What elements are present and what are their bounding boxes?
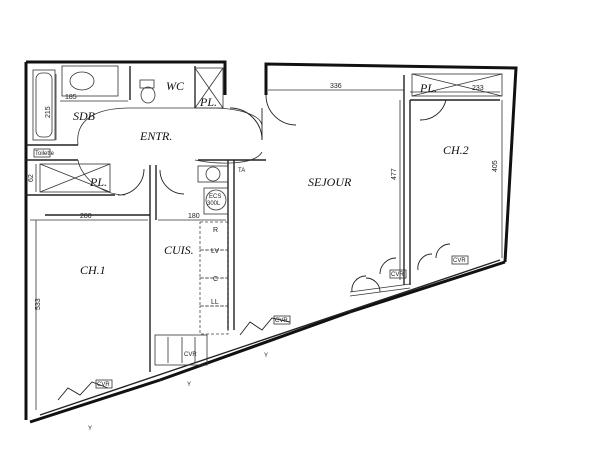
closet-label-right: PL.	[419, 81, 437, 95]
dim-336: 336	[330, 83, 342, 90]
room-label-kitchen: CUIS.	[164, 243, 194, 257]
bathtub-icon	[32, 69, 56, 141]
dim-185: 185	[65, 94, 77, 101]
ecs-capacity-label: 300L	[207, 201, 221, 207]
room-label-ch1: CH.1	[80, 263, 106, 277]
dim-405: 405	[492, 160, 499, 172]
room-label-sdb: SDB	[73, 109, 96, 123]
cvr-label-4: CVR	[453, 258, 466, 264]
kitchen-label-r: R	[213, 227, 218, 234]
washbasin-icon	[61, 65, 119, 97]
room-label-ch2: CH.2	[443, 143, 469, 157]
room-label-wc: WC	[166, 79, 185, 93]
cvr-label-5: CVR	[184, 352, 197, 358]
water-heater-icon	[205, 166, 221, 182]
dim-180: 180	[188, 213, 200, 220]
arrow-label-3: Y	[264, 353, 268, 359]
label-toilette: Toilette	[35, 151, 55, 157]
dimension-lines	[30, 74, 503, 410]
dim-533: 533	[35, 298, 42, 310]
interior-walls	[26, 66, 500, 372]
room-label-sejour: SEJOUR	[308, 175, 352, 189]
dim-477: 477	[391, 168, 398, 180]
arrow-label-1: Y	[88, 426, 92, 432]
closets	[39, 67, 503, 193]
bathroom-fixtures	[32, 65, 119, 158]
closet-label-left: PL.	[89, 175, 107, 189]
label-ta: TA	[238, 168, 245, 174]
water-heater	[197, 165, 229, 215]
ecs-label: ECS	[209, 194, 221, 200]
dim-62: 62	[28, 174, 35, 182]
arrow-label-2: Y	[187, 382, 191, 388]
outer-walls	[24, 60, 518, 424]
dim-233: 233	[472, 85, 484, 92]
cvr-label-3: CVR	[391, 272, 404, 278]
kitchen-appliances	[154, 221, 229, 366]
closet-label-wc: PL.	[199, 95, 217, 109]
kitchen-label-ll: LL	[211, 299, 219, 306]
dim-215: 215	[45, 106, 52, 118]
kitchen-label-c: C	[213, 276, 218, 283]
cvr-label-1: CVR	[97, 382, 110, 388]
cvr-label-2: CVR	[275, 318, 288, 324]
toilet-icon	[139, 79, 155, 89]
windows	[57, 243, 469, 401]
kitchen-label-lv: LV	[211, 248, 219, 255]
room-label-entrance: ENTR.	[139, 129, 172, 143]
entrance-hall	[77, 94, 447, 196]
wc-fixture	[139, 79, 156, 104]
dim-280: 280	[80, 213, 92, 220]
